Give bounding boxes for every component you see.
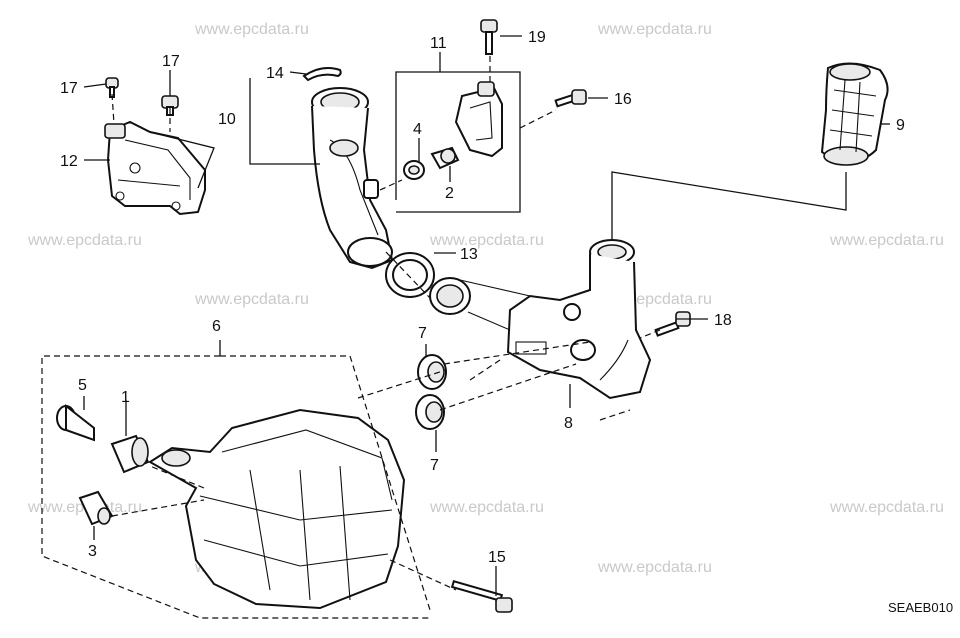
callout-16: 16 [614, 91, 632, 108]
callout-3: 3 [88, 543, 97, 560]
callout-9: 9 [896, 117, 905, 134]
intake-pipe-part-8 [429, 239, 652, 400]
watermark: www.epcdata.ru [429, 499, 544, 516]
callout-10: 10 [218, 111, 236, 128]
callout-8: 8 [564, 415, 573, 432]
diagram-code: SEAEB010 [888, 600, 953, 615]
watermark: www.epcdata.ru [194, 21, 309, 38]
boot-part-9 [820, 62, 889, 166]
clamp-part-14 [302, 67, 342, 82]
nut-part-4 [403, 160, 425, 180]
bracket-part-12 [104, 120, 215, 216]
air-cleaner-case-part-6 [148, 408, 406, 610]
leader-lines [83, 35, 890, 596]
tube-part-10 [311, 87, 394, 270]
callout-7: 7 [430, 457, 439, 474]
callout-18: 18 [714, 312, 732, 329]
callout-7: 7 [418, 325, 427, 342]
bolt-part-15 [450, 579, 513, 613]
bracket-part-11 [454, 81, 503, 158]
watermark: www.epcdata.ru [597, 559, 712, 576]
callout-11: 11 [430, 35, 447, 52]
callout-17: 17 [60, 80, 78, 97]
callout-1: 1 [121, 389, 130, 406]
grommet-part-3 [78, 490, 114, 526]
callout-4: 4 [413, 121, 422, 138]
callout-19: 19 [528, 29, 546, 46]
grommet-part-7-a [417, 354, 447, 390]
dashed-guides [41, 56, 847, 619]
callout-5: 5 [78, 377, 87, 394]
bolt-part-16 [554, 89, 587, 108]
watermark: www.epcdata.ru [27, 232, 142, 249]
callout-15: 15 [488, 549, 506, 566]
collar-part-5 [56, 403, 95, 442]
watermark: www.epcdata.ru [829, 232, 944, 249]
callout-17: 17 [162, 53, 180, 70]
bolt-part-18 [654, 311, 691, 337]
watermark: www.epcdata.ru [194, 291, 309, 308]
callout-2: 2 [445, 185, 454, 202]
grommet-part-7-b [415, 394, 445, 430]
callout-14: 14 [266, 65, 284, 82]
watermark: www.epcdata.ru [597, 21, 712, 38]
watermark: www.epcdata.ru [829, 499, 944, 516]
grommet-part-2 [430, 146, 460, 170]
grommet-part-1 [110, 434, 150, 474]
callout-6: 6 [212, 318, 221, 335]
callouts: 17 17 12 14 10 11 19 4 2 16 9 13 6 7 18 … [60, 29, 905, 566]
callout-12: 12 [60, 153, 78, 170]
bolt-part-19 [480, 19, 498, 55]
watermark: www.epcdata.ru [429, 232, 544, 249]
callout-13: 13 [460, 246, 478, 263]
